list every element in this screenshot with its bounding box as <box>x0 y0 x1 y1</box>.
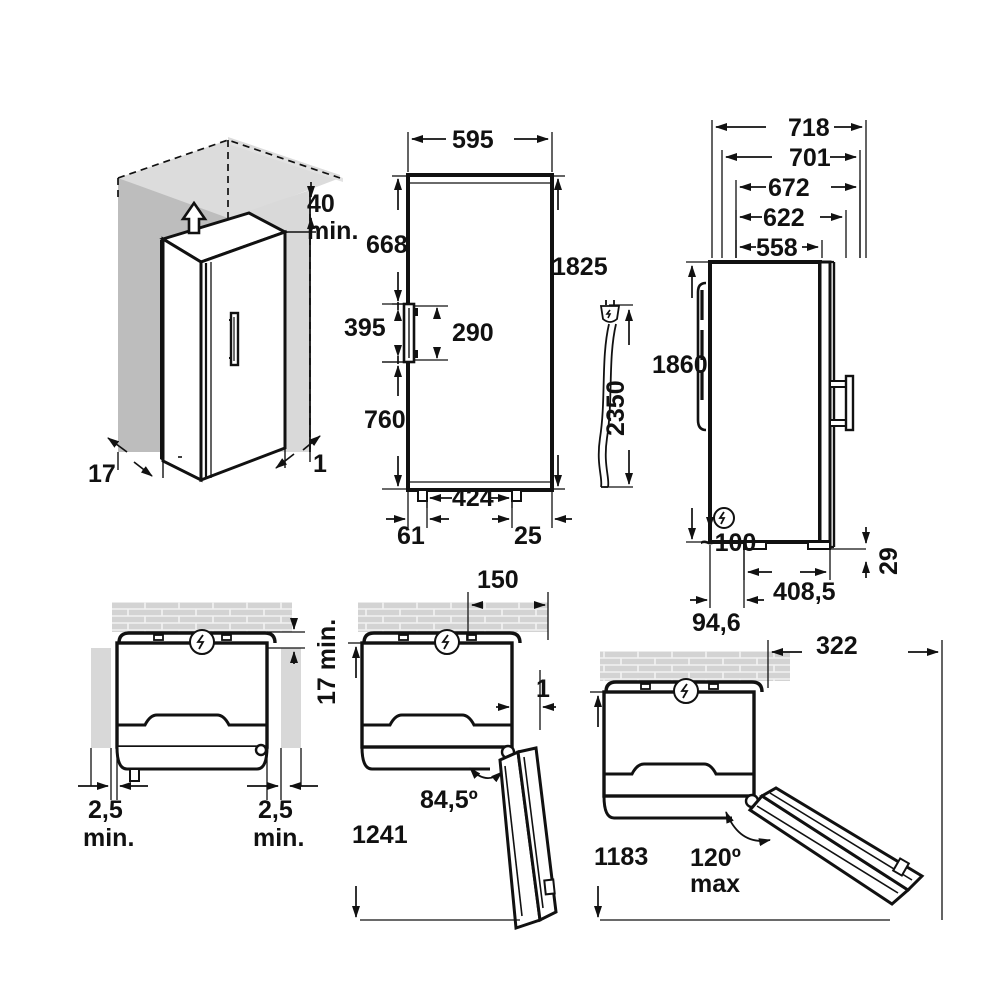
side-wall-right <box>281 648 301 748</box>
dim-17-min: 17 min. <box>313 619 341 705</box>
power-socket-icon-top2 <box>434 629 460 655</box>
dim-side-94-6 <box>690 545 764 608</box>
dim-408-5: 408,5 <box>773 578 836 606</box>
view-door-84: 84,5º 150 1 1241 <box>348 566 558 931</box>
dim-424: 424 <box>452 484 494 512</box>
power-socket-icon-top1 <box>189 629 215 655</box>
dim-left-gap <box>107 437 164 478</box>
dim-2-5-right: 2,5 <box>258 796 293 824</box>
dim-760: 760 <box>364 406 406 434</box>
view-side-elevation: 718 701 672 622 558 <box>652 114 903 637</box>
dim-29: 29 <box>875 547 903 575</box>
rear-condenser <box>696 281 707 432</box>
view-isometric-niche: 40 min. 17 1 <box>88 137 358 488</box>
power-plug-icon <box>599 300 621 323</box>
dim-2-5-left: 2,5 <box>88 796 123 824</box>
dim-side-1860 <box>686 261 710 543</box>
dim-1860: 1860 <box>652 351 708 379</box>
dim-558: 558 <box>756 234 798 262</box>
dim-84-5: 84,5º <box>420 786 478 814</box>
dim-290: 290 <box>452 319 494 347</box>
dim-120-max: max <box>690 870 740 898</box>
view-top-clearance: 17 min. 2,5 min. 2,5 min. <box>78 602 341 852</box>
side-cabinet <box>708 260 822 544</box>
dim-front-height <box>552 175 565 490</box>
dim-side-718 <box>711 120 867 258</box>
dim-1241 <box>348 642 520 921</box>
opened-door-120 <box>747 786 925 906</box>
dim-1183-label: 1183 <box>594 843 648 871</box>
dim-rear-clearance <box>267 618 305 664</box>
dim-1183 <box>590 691 890 921</box>
dim-1-iso: 1 <box>313 450 327 478</box>
dim-right-clearance <box>247 748 318 800</box>
appliance-top-body <box>115 641 269 749</box>
dim-668: 668 <box>366 231 408 259</box>
dim-side-558 <box>735 240 823 258</box>
dim-595: 595 <box>452 126 494 154</box>
dim-672: 672 <box>768 174 810 202</box>
dim-2350: 2350 <box>602 380 630 436</box>
front-door-handle <box>402 302 418 364</box>
dim-right-gap <box>275 435 321 469</box>
dim-17: 17 <box>88 460 116 488</box>
side-wall-left <box>91 648 111 748</box>
dim-120: 120º <box>690 844 741 872</box>
dim-40-min: min. <box>307 217 358 245</box>
door-handle <box>229 311 240 367</box>
power-socket-icon-side <box>713 507 735 529</box>
dim-front-290 <box>414 305 448 361</box>
dim-side-29 <box>830 527 870 578</box>
dim-1825: 1825 <box>552 253 608 281</box>
appliance-isometric <box>159 211 289 483</box>
dim-front-25 <box>492 492 572 528</box>
front-cabinet <box>406 173 554 492</box>
dim-1241-label: 1241 <box>352 821 408 849</box>
dim-150 <box>467 592 549 640</box>
dim-61: 61 <box>397 522 425 550</box>
dim-top-clearance <box>285 182 316 235</box>
dim-front-width <box>407 132 553 172</box>
view-power-cord: 2350 <box>597 300 633 488</box>
view-front-elevation: 595 1825 668 395 <box>344 126 608 550</box>
dim-door-gap <box>496 670 556 730</box>
brick-wall-3 <box>600 651 790 681</box>
dim-322-label: 322 <box>816 632 858 660</box>
dim-25: 25 <box>514 522 542 550</box>
opened-door-84 <box>498 746 558 931</box>
dim-side-408-5 <box>743 549 831 580</box>
dim-150-label: 150 <box>477 566 519 594</box>
dim-left-clearance <box>78 748 148 800</box>
dim-front-760 <box>382 361 408 490</box>
brick-wall <box>112 602 292 632</box>
dim-front-61 <box>386 492 449 528</box>
brick-wall-2 <box>358 602 548 632</box>
dim-322 <box>767 640 943 920</box>
view-door-120: 120º max 322 1183 <box>590 632 943 921</box>
dim-40: 40 <box>307 190 335 218</box>
dim-94-6: 94,6 <box>692 609 741 637</box>
dim-2-5-left-min: min. <box>83 824 134 852</box>
dim-622: 622 <box>763 204 805 232</box>
airflow-arrow-icon <box>180 200 208 235</box>
dim-2-5-right-min: min. <box>253 824 304 852</box>
power-socket-icon-top3 <box>673 678 699 704</box>
dim-100: ~100 <box>700 529 756 557</box>
dim-1-door: 1 <box>536 675 550 703</box>
dim-718: 718 <box>788 114 830 142</box>
dim-701: 701 <box>789 144 831 172</box>
dim-395: 395 <box>344 314 386 342</box>
side-door-handle <box>829 374 855 432</box>
